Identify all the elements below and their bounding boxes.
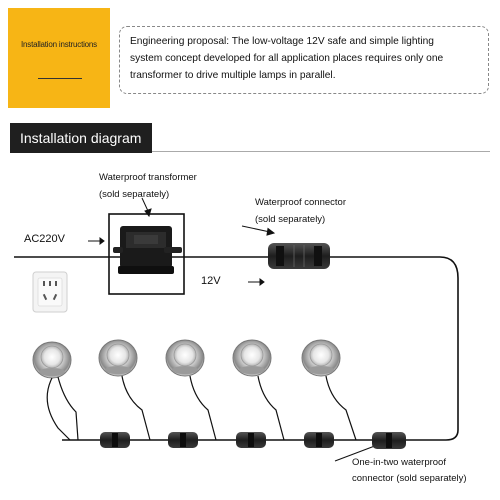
banner-underline <box>38 78 82 79</box>
transformer-label-line: (sold separately) <box>99 189 170 200</box>
connector-label-line: Waterproof connector <box>255 197 346 208</box>
lamp-icon <box>98 339 138 377</box>
lamp-array <box>32 339 341 379</box>
lamp-cables <box>46 375 357 441</box>
output-cable <box>330 256 459 441</box>
lamp-icon <box>301 339 341 377</box>
proposal-line: transformer to drive multiple lamps in p… <box>130 70 336 81</box>
transformer-frame <box>108 213 185 295</box>
installation-instructions-banner: Installation instructions <box>8 8 110 108</box>
lamp-icon <box>165 339 205 377</box>
waterproof-connector-icon <box>268 243 330 269</box>
transformer-label: Waterproof transformer (sold separately) <box>99 171 197 201</box>
engineering-proposal-box: Engineering proposal: The low-voltage 12… <box>119 26 489 94</box>
arrow-icon <box>241 225 276 236</box>
lamp-icon <box>232 339 272 377</box>
splitter-label-line: connector (sold separately) <box>352 473 467 484</box>
connector-label: Waterproof connector (sold separately) <box>255 196 346 226</box>
splitter-icon <box>372 432 406 449</box>
connector-label-line: (sold separately) <box>255 214 326 225</box>
wall-outlet-icon <box>32 271 68 313</box>
splitter-label-line: One-in-two waterproof <box>352 457 446 468</box>
output-voltage-label: 12V <box>201 275 221 287</box>
transformer-label-line: Waterproof transformer <box>99 172 197 183</box>
input-voltage-label: AC220V <box>24 233 65 245</box>
section-divider <box>152 151 490 152</box>
arrow-icon <box>88 237 105 245</box>
arrow-icon <box>248 278 265 286</box>
section-header: Installation diagram <box>10 123 152 153</box>
splitter-label: One-in-two waterproof connector (sold se… <box>352 456 467 485</box>
splitter-icon <box>100 432 130 448</box>
transformer-icon <box>113 226 182 274</box>
banner-title: Installation instructions <box>21 40 97 49</box>
proposal-line: Engineering proposal: The low-voltage 12… <box>130 36 434 47</box>
proposal-line: system concept developed for all applica… <box>130 53 444 64</box>
splitter-icon <box>304 432 334 448</box>
lamp-icon <box>32 341 72 379</box>
splitter-icon <box>236 432 266 448</box>
splitter-icon <box>168 432 198 448</box>
